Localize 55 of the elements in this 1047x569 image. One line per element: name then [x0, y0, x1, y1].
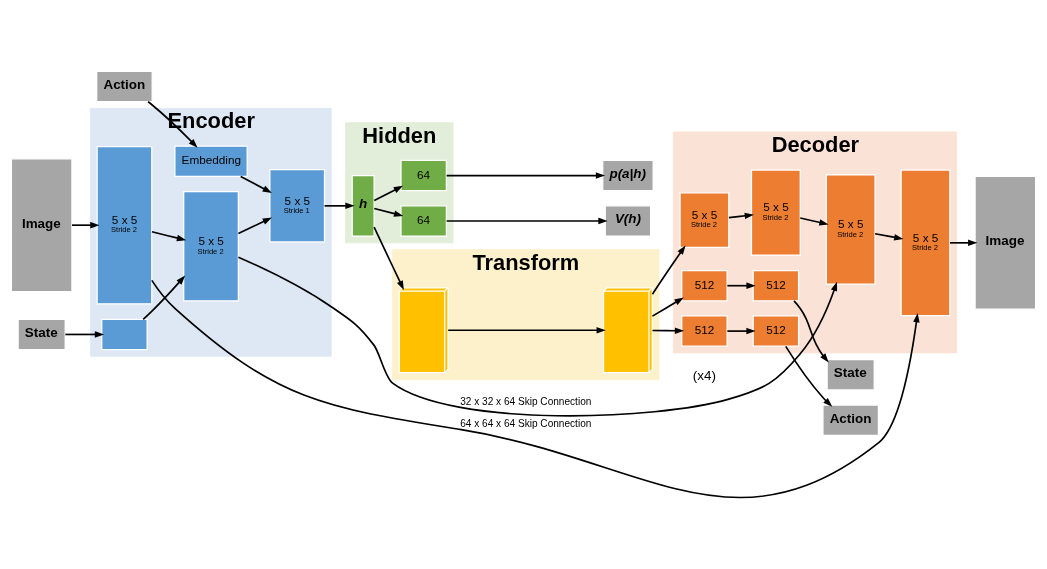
node-box: Action — [822, 404, 880, 436]
arrow — [323, 202, 355, 210]
node-box: 64 — [400, 205, 447, 237]
arrow — [445, 217, 608, 225]
node-box: h — [351, 174, 375, 237]
arrow — [373, 185, 404, 202]
arrow — [373, 226, 404, 291]
arrow — [151, 279, 920, 499]
node-box: Embedding — [174, 145, 248, 178]
node-box: 64 — [400, 159, 447, 192]
node-box: V(h) — [604, 205, 652, 237]
arrow — [237, 217, 272, 235]
arrow — [949, 239, 978, 247]
arrow — [445, 172, 606, 179]
node-box: 512 — [752, 315, 800, 347]
node-box: 5 x 5 Stride 2 — [750, 169, 801, 256]
node-box: 5 x 5 Stride 1 — [269, 169, 326, 243]
node-box: State — [17, 318, 66, 351]
node-box: 5 x 5 Stride 2 — [96, 145, 153, 305]
arrow — [651, 297, 684, 317]
arrow — [728, 212, 754, 220]
edge-label: 32 x 32 x 64 Skip Connection — [460, 395, 592, 407]
node-box: 5 x 5 Stride 2 — [183, 190, 239, 302]
arrow — [71, 221, 100, 229]
arrow — [726, 327, 756, 335]
node-box — [101, 318, 148, 351]
arrow — [373, 207, 404, 217]
arrow — [237, 256, 838, 417]
arrow — [793, 300, 829, 363]
node-box: 512 — [681, 269, 728, 302]
arrow — [651, 245, 686, 295]
arrow — [239, 175, 272, 193]
node-box: Action — [96, 70, 153, 103]
arrow — [799, 217, 829, 226]
arrow — [784, 345, 833, 407]
node-box: Image — [974, 175, 1037, 310]
arrow — [151, 230, 187, 242]
node-box: p(a|h) — [602, 159, 654, 192]
arrow — [64, 331, 105, 338]
arrow — [447, 327, 606, 334]
arrow — [726, 282, 756, 289]
node-box: 5 x 5 Stride 2 — [900, 169, 951, 317]
node-box: 512 — [681, 315, 728, 347]
node-box: 5 x 5 Stride 2 — [825, 174, 876, 285]
arrow — [142, 275, 186, 321]
node-box: 512 — [752, 269, 800, 302]
node-box: Image — [10, 158, 73, 293]
label: (x4) — [692, 367, 716, 383]
arrow — [874, 232, 904, 241]
node-box: 5 x 5 Stride 2 — [679, 192, 730, 249]
cluster: Transform — [392, 249, 660, 381]
edge-label: 64 x 64 x 64 Skip Connection — [460, 417, 592, 429]
arrow — [651, 327, 685, 334]
arrow — [147, 100, 198, 148]
node-box: State — [826, 359, 875, 391]
